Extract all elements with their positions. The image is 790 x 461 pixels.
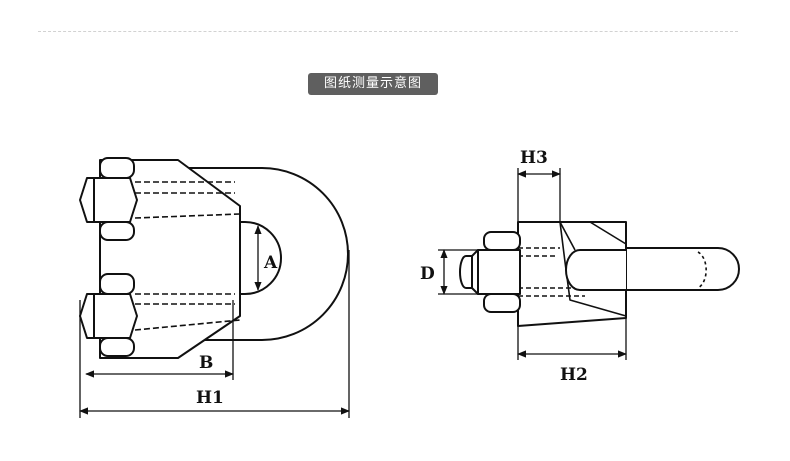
label-d: D [420,264,435,284]
thread-top [134,181,241,219]
nut-side [459,231,521,313]
clip-front-dimensions [79,225,350,418]
label-b: B [199,353,213,373]
top-divider [38,31,738,32]
label-h3: H3 [520,148,548,168]
label-h1: H1 [196,388,224,408]
clip-side-dimensions [438,168,627,360]
thread-bottom [134,293,241,331]
rope-rod [620,247,740,291]
rod-slot [565,249,626,291]
label-h2: H2 [560,365,588,385]
clip-side-view [459,221,740,327]
page-title: 图纸测量示意图 [308,73,438,95]
nut-top [79,157,138,241]
nut-bottom [79,273,138,357]
label-a: A [263,253,278,273]
u-bolt-outer [135,167,349,341]
clip-front-view [79,157,349,359]
